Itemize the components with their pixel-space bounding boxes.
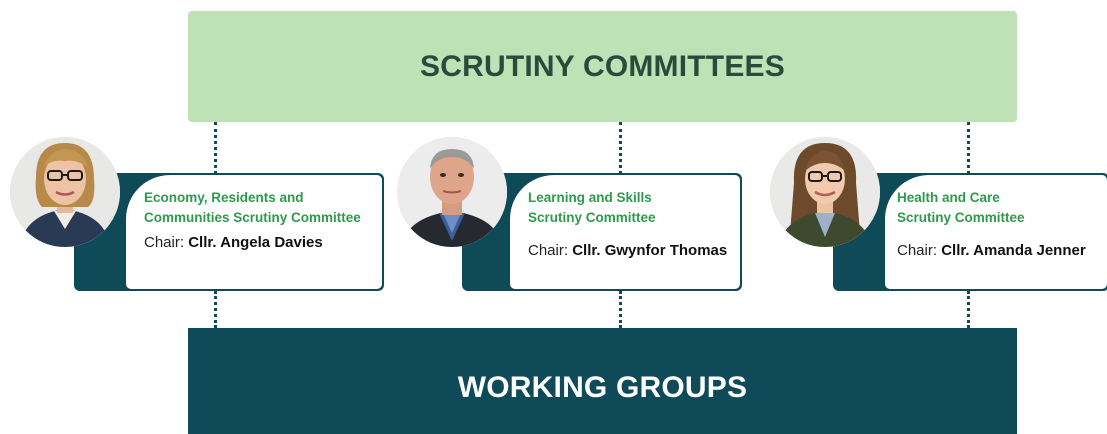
committee-title: Health and Care Scrutiny Committee: [897, 188, 1025, 228]
working-groups-banner: WORKING GROUPS: [188, 328, 1017, 434]
committee-title-line: Communities Scrutiny Committee: [144, 210, 361, 225]
committee-card-economy: Economy, Residents and Communities Scrut…: [74, 173, 384, 291]
scrutiny-committees-banner: SCRUTINY COMMITTEES: [188, 11, 1017, 122]
committee-card-learning: Learning and Skills Scrutiny Committee C…: [462, 173, 742, 291]
chair-photo-avatar: [770, 137, 880, 247]
connector-line: [619, 291, 622, 328]
banner-title: SCRUTINY COMMITTEES: [420, 49, 785, 83]
card-body: Economy, Residents and Communities Scrut…: [126, 175, 382, 289]
committee-title: Learning and Skills Scrutiny Committee: [528, 188, 656, 228]
committee-chair: Chair: Cllr. Angela Davies: [144, 233, 323, 253]
committee-chair: Chair: Cllr. Gwynfor Thomas: [528, 241, 727, 261]
chair-photo-avatar: [397, 137, 507, 247]
committee-chair: Chair: Cllr. Amanda Jenner: [897, 241, 1086, 261]
connector-line: [967, 122, 970, 174]
chair-name: Cllr. Gwynfor Thomas: [572, 242, 728, 259]
chair-label: Chair:: [144, 234, 185, 251]
committee-card-health: Health and Care Scrutiny Committee Chair…: [833, 173, 1107, 291]
committee-title-line: Scrutiny Committee: [897, 210, 1025, 225]
connector-line: [214, 122, 217, 174]
connector-line: [214, 291, 217, 328]
committee-title: Economy, Residents and Communities Scrut…: [144, 188, 361, 228]
card-body: Health and Care Scrutiny Committee Chair…: [885, 175, 1107, 289]
chair-label: Chair:: [897, 242, 938, 259]
committee-title-line: Learning and Skills: [528, 190, 652, 205]
committee-title-line: Health and Care: [897, 190, 1000, 205]
chair-photo-avatar: [10, 137, 120, 247]
connector-line: [619, 122, 622, 174]
chair-name: Cllr. Angela Davies: [188, 234, 323, 251]
chair-name: Cllr. Amanda Jenner: [941, 242, 1086, 259]
card-body: Learning and Skills Scrutiny Committee C…: [510, 175, 740, 289]
connector-line: [967, 291, 970, 328]
committee-title-line: Scrutiny Committee: [528, 210, 656, 225]
chair-label: Chair:: [528, 242, 569, 259]
banner-title: WORKING GROUPS: [457, 371, 748, 404]
committee-title-line: Economy, Residents and: [144, 190, 304, 205]
